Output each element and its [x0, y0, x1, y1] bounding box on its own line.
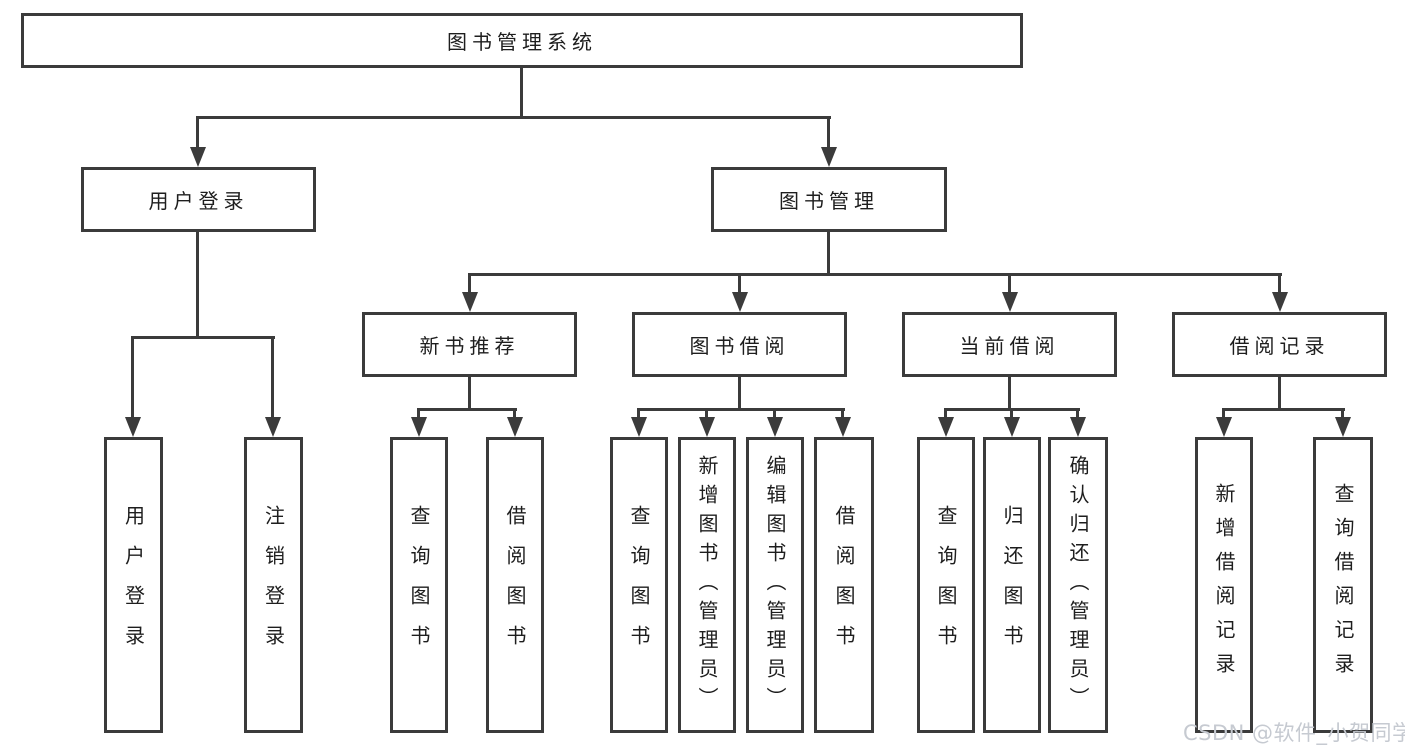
connector-borrowing-records-split [1222, 408, 1345, 411]
connector-new-book-recommend-split [417, 408, 517, 411]
leaf-borrow-books-1-label: 借阅图书 [503, 505, 527, 665]
leaf-add-book-admin: 新增图书（管理员） [678, 437, 736, 733]
connector-to-leaf-query-books-3 [944, 408, 947, 420]
leaf-borrow-books-2-label: 借阅图书 [832, 505, 856, 665]
connector-to-new-book-recommend [468, 273, 471, 295]
connector-borrowing-records-stem [1278, 376, 1281, 411]
node-library-management-system: 图书管理系统 [21, 13, 1023, 68]
arrowhead-leaf-add-borrow-record-icon [1216, 417, 1232, 437]
connector-root-split [196, 116, 831, 119]
leaf-query-books-2-label: 查询图书 [627, 505, 651, 665]
connector-root-stem [520, 67, 523, 119]
connector-book-management-stem [827, 231, 830, 276]
connector-current-borrowing-stem [1008, 376, 1011, 411]
leaf-edit-book-admin-label: 编辑图书（管理员） [763, 454, 787, 716]
connector-to-leaf-user-login [131, 336, 134, 420]
arrowhead-leaf-return-book-icon [1004, 417, 1020, 437]
connector-to-book-management [827, 116, 830, 150]
connector-to-leaf-borrow-books-1 [513, 408, 516, 420]
connector-to-leaf-borrow-books-2 [841, 408, 844, 420]
arrowhead-leaf-logout-icon [265, 417, 281, 437]
arrowhead-leaf-user-login-icon [125, 417, 141, 437]
leaf-user-login: 用户登录 [104, 437, 163, 733]
connector-to-leaf-confirm-return [1076, 408, 1079, 420]
leaf-query-books-1: 查询图书 [390, 437, 448, 733]
node-book-borrowing: 图书借阅 [632, 312, 847, 377]
arrowhead-borrowing-records-icon [1272, 292, 1288, 312]
leaf-query-books-1-label: 查询图书 [407, 505, 431, 665]
leaf-confirm-return-admin-label: 确认归还（管理员） [1066, 454, 1090, 716]
leaf-borrow-books-1: 借阅图书 [486, 437, 544, 733]
arrowhead-new-book-recommend-icon [462, 292, 478, 312]
leaf-add-borrow-record: 新增借阅记录 [1195, 437, 1253, 733]
arrowhead-current-borrowing-icon [1002, 292, 1018, 312]
arrowhead-leaf-query-borrow-record-icon [1335, 417, 1351, 437]
node-user-login: 用户登录 [81, 167, 316, 232]
connector-to-leaf-query-borrow-record [1341, 408, 1344, 420]
arrowhead-leaf-confirm-return-icon [1070, 417, 1086, 437]
leaf-query-books-3-label: 查询图书 [934, 505, 958, 665]
arrowhead-leaf-query-books-2-icon [631, 417, 647, 437]
connector-user-login-stem [196, 231, 199, 339]
connector-book-borrowing-stem [738, 376, 741, 411]
node-new-book-recommend: 新书推荐 [362, 312, 577, 377]
leaf-add-borrow-record-label: 新增借阅记录 [1212, 483, 1236, 687]
arrowhead-leaf-query-books-1-icon [411, 417, 427, 437]
leaf-add-book-admin-label: 新增图书（管理员） [695, 454, 719, 716]
leaf-borrow-books-2: 借阅图书 [814, 437, 874, 733]
arrowhead-book-borrowing-icon [732, 292, 748, 312]
node-current-borrowing: 当前借阅 [902, 312, 1117, 377]
leaf-query-borrow-record: 查询借阅记录 [1313, 437, 1373, 733]
leaf-return-book-label: 归还图书 [1000, 505, 1024, 665]
connector-to-leaf-logout [271, 336, 274, 420]
node-book-management: 图书管理 [711, 167, 947, 232]
connector-to-leaf-query-books-2 [637, 408, 640, 420]
arrowhead-leaf-borrow-books-1-icon [507, 417, 523, 437]
connector-to-leaf-return-book [1010, 408, 1013, 420]
watermark: CSDN @软件_小贺同学 [1183, 721, 1405, 745]
connector-to-book-borrowing [738, 273, 741, 295]
arrowhead-leaf-borrow-books-2-icon [835, 417, 851, 437]
leaf-confirm-return-admin: 确认归还（管理员） [1048, 437, 1108, 733]
connector-new-book-recommend-stem [468, 376, 471, 411]
arrowhead-user-login-icon [190, 147, 206, 167]
leaf-query-borrow-record-label: 查询借阅记录 [1331, 483, 1355, 687]
arrowhead-leaf-query-books-3-icon [938, 417, 954, 437]
arrowhead-leaf-edit-book-icon [767, 417, 783, 437]
connector-to-user-login [196, 116, 199, 150]
node-borrowing-records: 借阅记录 [1172, 312, 1387, 377]
connector-to-current-borrowing [1008, 273, 1011, 295]
connector-to-leaf-add-book [705, 408, 708, 420]
leaf-edit-book-admin: 编辑图书（管理员） [746, 437, 804, 733]
leaf-logout: 注销登录 [244, 437, 303, 733]
connector-to-leaf-add-borrow-record [1222, 408, 1225, 420]
arrowhead-book-management-icon [821, 147, 837, 167]
connector-to-borrowing-records [1278, 273, 1281, 295]
leaf-query-books-2: 查询图书 [610, 437, 668, 733]
leaf-user-login-label: 用户登录 [121, 505, 146, 665]
connector-to-leaf-edit-book [773, 408, 776, 420]
connector-book-borrowing-split [637, 408, 845, 411]
connector-to-leaf-query-books-1 [417, 408, 420, 420]
arrowhead-leaf-add-book-icon [699, 417, 715, 437]
leaf-logout-label: 注销登录 [261, 505, 286, 665]
leaf-return-book: 归还图书 [983, 437, 1041, 733]
connector-book-management-split [468, 273, 1282, 276]
leaf-query-books-3: 查询图书 [917, 437, 975, 733]
connector-user-login-split [131, 336, 275, 339]
